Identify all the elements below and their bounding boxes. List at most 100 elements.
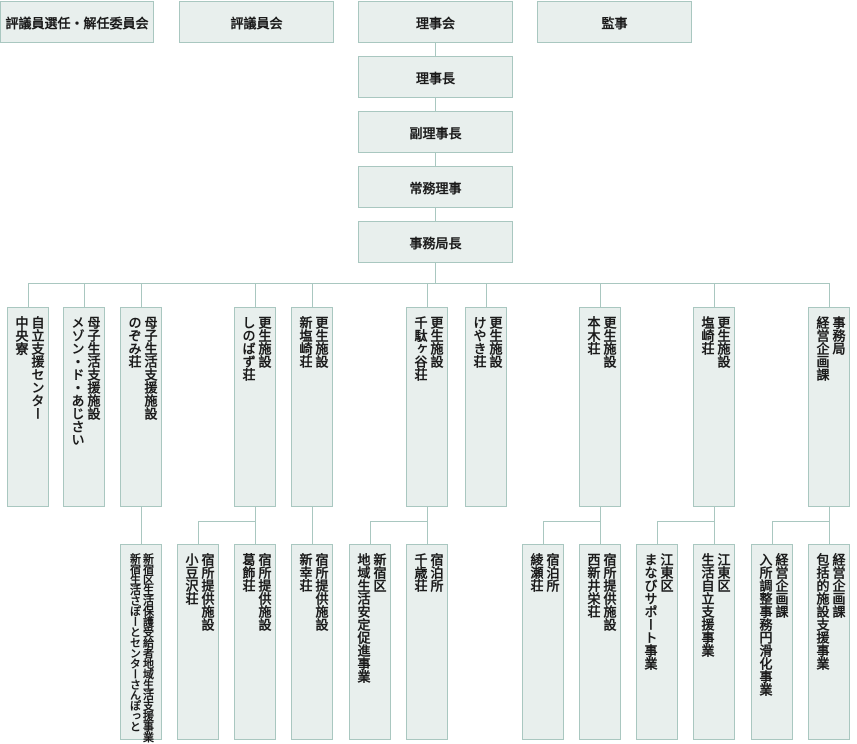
- subunit-line-1: 江東区: [657, 553, 673, 592]
- connector-line: [312, 507, 313, 544]
- connector-line: [714, 507, 715, 521]
- connector-line: [657, 521, 715, 522]
- division-line-2: 本木荘: [584, 316, 600, 355]
- division-line-1: 更生施設: [312, 316, 328, 368]
- secretary-general-label: 事務局長: [409, 236, 462, 252]
- subunit-line-1: 宿所提供施設: [600, 553, 616, 631]
- subunit-box-chitose-so: 宿泊所 千歳荘: [406, 544, 448, 740]
- connector-line: [714, 521, 715, 544]
- division-bus-line: [28, 283, 830, 284]
- division-box-chuo-ryo: 自立支援センター 中央寮: [7, 307, 49, 507]
- division-box-shinobazu-so: 更生施設 しのばず荘: [234, 307, 276, 507]
- auditor-box: 監事: [537, 1, 692, 43]
- subunit-line-2: 千歳荘: [411, 553, 427, 592]
- subunit-line-1: 宿泊所: [543, 553, 559, 592]
- division-line-1: 母子生活支援施設: [141, 316, 157, 420]
- division-line-1: 自立支援センター: [28, 316, 44, 420]
- connector-line: [198, 521, 199, 544]
- connector-line: [772, 521, 773, 544]
- connector-line: [543, 521, 601, 522]
- connector-line: [486, 283, 487, 307]
- subunit-box-admission-coordination: 経営企画課 入所調整事務円滑化事業: [751, 544, 793, 740]
- division-line-2: けやき荘: [470, 316, 486, 368]
- vice-chairman-label: 副理事長: [409, 126, 462, 142]
- vice-chairman-box: 副理事長: [358, 111, 513, 153]
- subunit-line-1: 宿所提供施設: [312, 553, 328, 631]
- councilors-label: 評議員会: [230, 16, 283, 32]
- subunit-box-shinko-so: 宿所提供施設 新幸荘: [291, 544, 333, 740]
- chairman-label: 理事長: [415, 71, 455, 87]
- connector-line: [600, 283, 601, 307]
- connector-line: [427, 283, 428, 307]
- connector-line: [435, 208, 436, 221]
- connector-line: [600, 507, 601, 521]
- subunit-line-2: 入所調整事務円滑化事業: [756, 553, 772, 696]
- division-box-shin-shiozaki-so: 更生施設 新塩崎荘: [291, 307, 333, 507]
- division-line-2: 千駄ヶ谷荘: [411, 316, 427, 381]
- connector-line: [435, 263, 436, 283]
- subunit-line-1: 江東区: [714, 553, 730, 592]
- division-line-1: 更生施設: [427, 316, 443, 368]
- division-line-2: しのばず荘: [239, 316, 255, 381]
- subunit-box-comprehensive-support: 経営企画課 包括的施設支援事業: [808, 544, 850, 740]
- connector-line: [370, 521, 428, 522]
- subunit-line-2: 新幸荘: [296, 553, 312, 592]
- subunit-line-2: 葛飾荘: [239, 553, 255, 592]
- division-line-1: 更生施設: [486, 316, 502, 368]
- subunit-line-2: 包括的施設支援事業: [813, 553, 829, 670]
- subunit-line-1: 新宿区: [370, 553, 386, 592]
- subunit-line-2: 小豆沢荘: [182, 553, 198, 605]
- board-box: 理事会: [358, 1, 513, 43]
- board-label: 理事会: [415, 16, 455, 32]
- connector-line: [543, 521, 544, 544]
- subunit-line-2: 生活自立支援事業: [698, 553, 714, 657]
- connector-line: [28, 283, 29, 307]
- division-box-keyaki-so: 更生施設 けやき荘: [465, 307, 507, 507]
- subunit-line-2: 地域生活安定促進事業: [354, 553, 370, 683]
- subunit-line-1: 経営企画課: [829, 553, 845, 618]
- division-box-sendagaya-so: 更生施設 千駄ヶ谷荘: [406, 307, 448, 507]
- subunit-line-2: 綾瀬荘: [527, 553, 543, 592]
- connector-line: [370, 521, 371, 544]
- division-box-shiozaki-so: 更生施設 塩崎荘: [693, 307, 735, 507]
- executive-director-label: 常務理事: [409, 181, 462, 197]
- division-line-1: 事務局: [829, 316, 845, 355]
- subunit-line-1: 宿所提供施設: [255, 553, 271, 631]
- subunit-box-azusawa-so: 宿所提供施設 小豆沢荘: [177, 544, 219, 740]
- subunit-line-2: 新宿生活さぽーとセンターさんぽっと: [128, 553, 142, 732]
- subunit-box-nishiarai-sakae-so: 宿所提供施設 西新井栄荘: [579, 544, 621, 740]
- subunit-box-koto-self-reliance: 江東区 生活自立支援事業: [693, 544, 735, 740]
- division-line-1: 母子生活支援施設: [84, 316, 100, 420]
- division-line-2: 塩崎荘: [698, 316, 714, 355]
- connector-line: [657, 521, 658, 544]
- connector-line: [255, 283, 256, 307]
- subunit-box-katsushika-so: 宿所提供施設 葛飾荘: [234, 544, 276, 740]
- connector-line: [84, 283, 85, 307]
- selection-committee-label: 評議員選任・解任委員会: [5, 16, 149, 32]
- division-line-2: 中央寮: [12, 316, 28, 355]
- division-line-1: 更生施設: [255, 316, 271, 368]
- connector-line: [141, 507, 142, 544]
- connector-line: [435, 43, 436, 56]
- division-line-2: 経営企画課: [813, 316, 829, 381]
- chairman-box: 理事長: [358, 56, 513, 98]
- connector-line: [312, 283, 313, 307]
- connector-line: [829, 521, 830, 544]
- division-line-2: メゾン・ド・あじさい: [68, 316, 84, 446]
- division-box-nozomi-so: 母子生活支援施設 のぞみ荘: [120, 307, 162, 507]
- connector-line: [255, 521, 256, 544]
- subunit-line-1: 宿泊所: [427, 553, 443, 592]
- connector-line: [427, 507, 428, 521]
- subunit-line-1: 経営企画課: [772, 553, 788, 618]
- executive-director-box: 常務理事: [358, 166, 513, 208]
- subunit-line-1: 新宿区生活保護受給者地域生活支援事業: [141, 553, 155, 742]
- division-line-1: 更生施設: [714, 316, 730, 368]
- connector-line: [600, 521, 601, 544]
- subunit-line-2: まなびサポート事業: [641, 553, 657, 670]
- connector-line: [141, 283, 142, 307]
- division-box-maison-de-ajisai: 母子生活支援施設 メゾン・ド・あじさい: [63, 307, 105, 507]
- division-line-2: のぞみ荘: [125, 316, 141, 368]
- connector-line: [427, 521, 428, 544]
- subunit-line-2: 西新井栄荘: [584, 553, 600, 618]
- division-line-2: 新塩崎荘: [296, 316, 312, 368]
